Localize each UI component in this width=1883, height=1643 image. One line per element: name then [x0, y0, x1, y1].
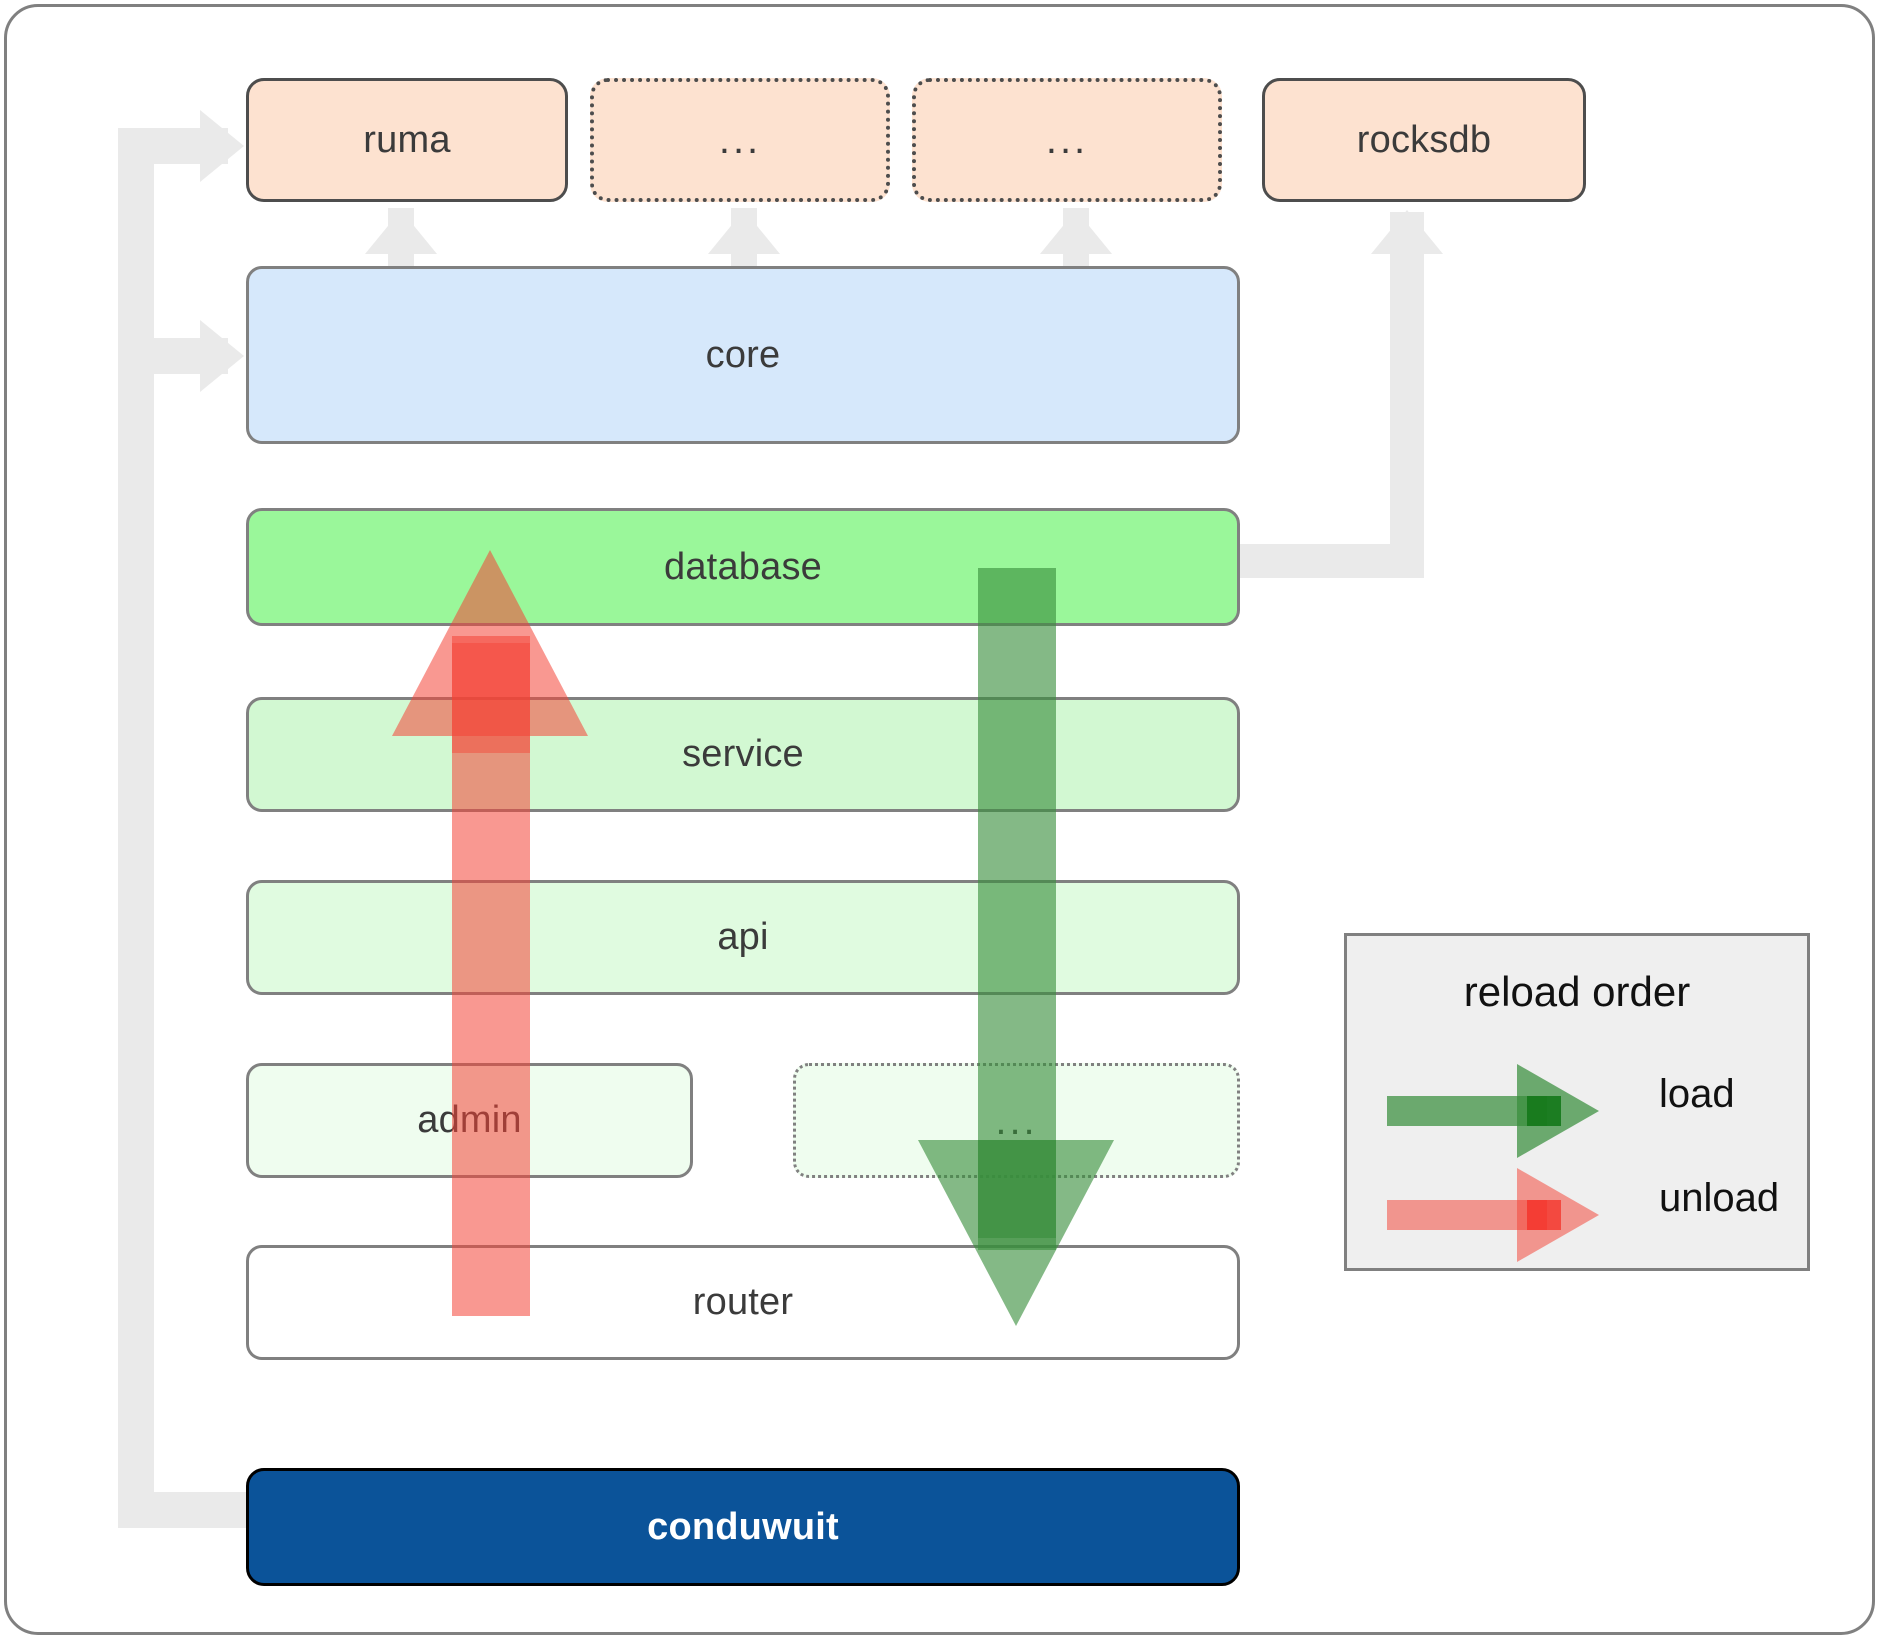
unload-arrow-notch [452, 643, 530, 753]
dependency-label-ruma: ruma [363, 118, 451, 161]
diagram-frame [4, 4, 1875, 1635]
crate-label-router: router [692, 1281, 794, 1323]
dependency-node-ruma[interactable]: ruma [246, 78, 568, 202]
legend-load-notch [1527, 1096, 1561, 1126]
crate-label-database: database [664, 545, 822, 588]
unload-arrow-shaft [452, 636, 530, 1316]
load-arrow-notch [978, 1140, 1056, 1250]
ref-arrow-to-ruma-head [200, 110, 244, 182]
ref-arrow-core-to-dep2-head [708, 210, 780, 254]
crate-node-core[interactable]: core [246, 266, 1240, 444]
unload-arrow-head [392, 550, 588, 736]
legend-row-unload: unload [1347, 1168, 1807, 1262]
dependency-label-rocksdb: rocksdb [1356, 118, 1492, 161]
ref-arrow-db-to-rocksdb-vertical [1390, 212, 1424, 578]
legend-box: reload order load unload [1344, 933, 1810, 1271]
ref-arrow-to-core-head [200, 320, 244, 392]
legend-label-unload: unload [1659, 1176, 1780, 1220]
dependency-label-placeholder-1: ... [718, 118, 762, 162]
legend-unload-notch [1527, 1200, 1561, 1230]
crate-label-service: service [682, 733, 804, 775]
ref-arrow-from-conduwuit [118, 1492, 258, 1528]
binary-node-conduwuit[interactable]: conduwuit [246, 1468, 1240, 1586]
dependency-label-placeholder-2: ... [1045, 118, 1089, 162]
legend-unload-arrow-icon [1387, 1168, 1627, 1262]
crate-label-core: core [705, 333, 781, 376]
dependency-node-rocksdb[interactable]: rocksdb [1262, 78, 1586, 202]
crate-label-api: api [717, 916, 769, 958]
ref-arrow-left-spine [118, 128, 154, 1528]
dependency-node-placeholder-1[interactable]: ... [590, 78, 890, 202]
legend-title: reload order [1463, 968, 1691, 1015]
ref-arrow-core-to-ruma-head [365, 210, 437, 254]
ref-arrow-db-to-rocksdb-head [1371, 210, 1443, 254]
ref-arrow-core-to-dep3-head [1040, 210, 1112, 254]
dependency-node-placeholder-2[interactable]: ... [912, 78, 1222, 202]
binary-label-conduwuit: conduwuit [647, 1505, 839, 1548]
ref-arrow-left-top-stub [118, 128, 158, 164]
load-arrow-shaft [978, 568, 1056, 1238]
legend-row-load: load [1347, 1064, 1807, 1158]
legend-load-arrow-icon [1387, 1064, 1627, 1158]
crate-node-api[interactable]: api [246, 880, 1240, 995]
legend-label-load: load [1659, 1072, 1735, 1116]
